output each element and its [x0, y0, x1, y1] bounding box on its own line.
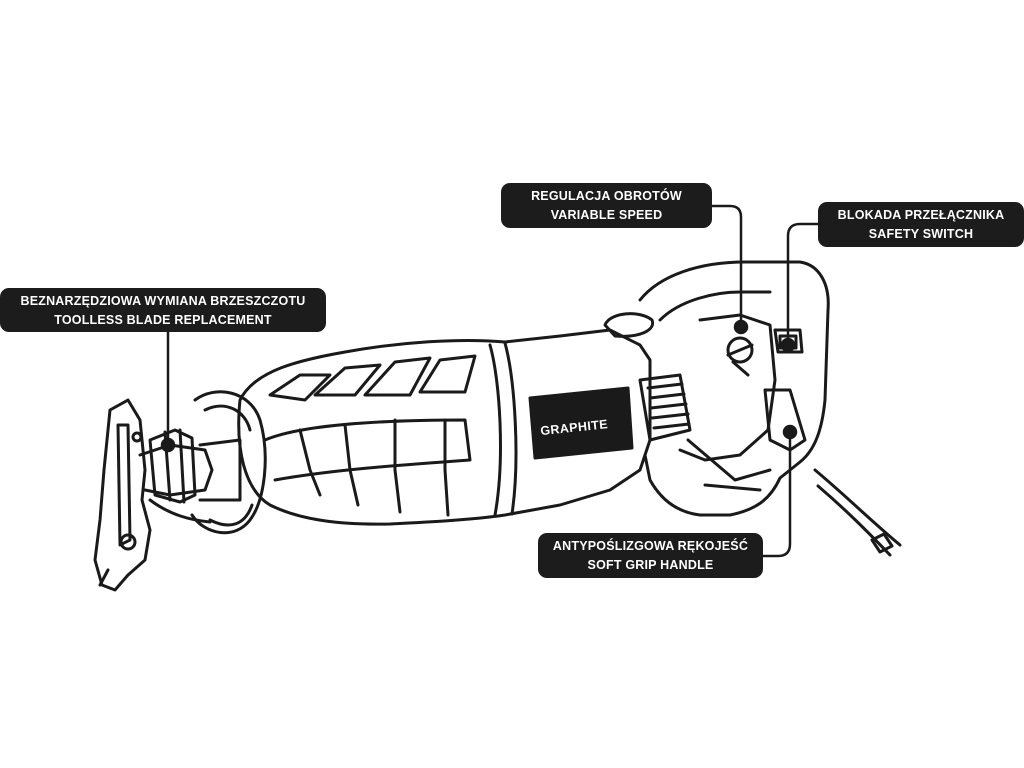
d-handle: [638, 260, 830, 517]
callout-variable-speed: REGULACJA OBROTÓW VARIABLE SPEED: [501, 183, 712, 228]
callout-safety-line1: BLOKADA PRZEŁĄCZNIKA: [837, 208, 1005, 222]
blade-shoe: [93, 398, 152, 592]
power-cord: [813, 468, 902, 557]
callout-toolless-blade-replacement: BEZNARZĘDZIOWA WYMIANA BRZESZCZOTU TOOLL…: [0, 288, 326, 332]
nose-boot: [148, 390, 267, 535]
callout-grip-line1: ANTYPOŚLIZGOWA RĘKOJEŚĆ: [552, 539, 749, 553]
callout-speed-line1: REGULACJA OBROTÓW: [531, 189, 682, 203]
callout-grip-line2: SOFT GRIP HANDLE: [587, 558, 714, 572]
callout-blade-line2: TOOLLESS BLADE REPLACEMENT: [54, 313, 272, 327]
callout-blade-line1: BEZNARZĘDZIOWA WYMIANA BRZESZCZOTU: [20, 294, 306, 308]
callout-soft-grip-handle: ANTYPOŚLIZGOWA RĘKOJEŚĆ SOFT GRIP HANDLE: [538, 533, 763, 578]
callout-speed-line2: VARIABLE SPEED: [550, 208, 663, 222]
blade-clamp: [138, 428, 242, 504]
motor-housing: [237, 312, 692, 526]
callout-safety-switch: BLOKADA PRZEŁĄCZNIKA SAFETY SWITCH: [818, 202, 1024, 247]
callout-safety-line2: SAFETY SWITCH: [868, 227, 974, 241]
leader-lines: [160, 204, 820, 558]
